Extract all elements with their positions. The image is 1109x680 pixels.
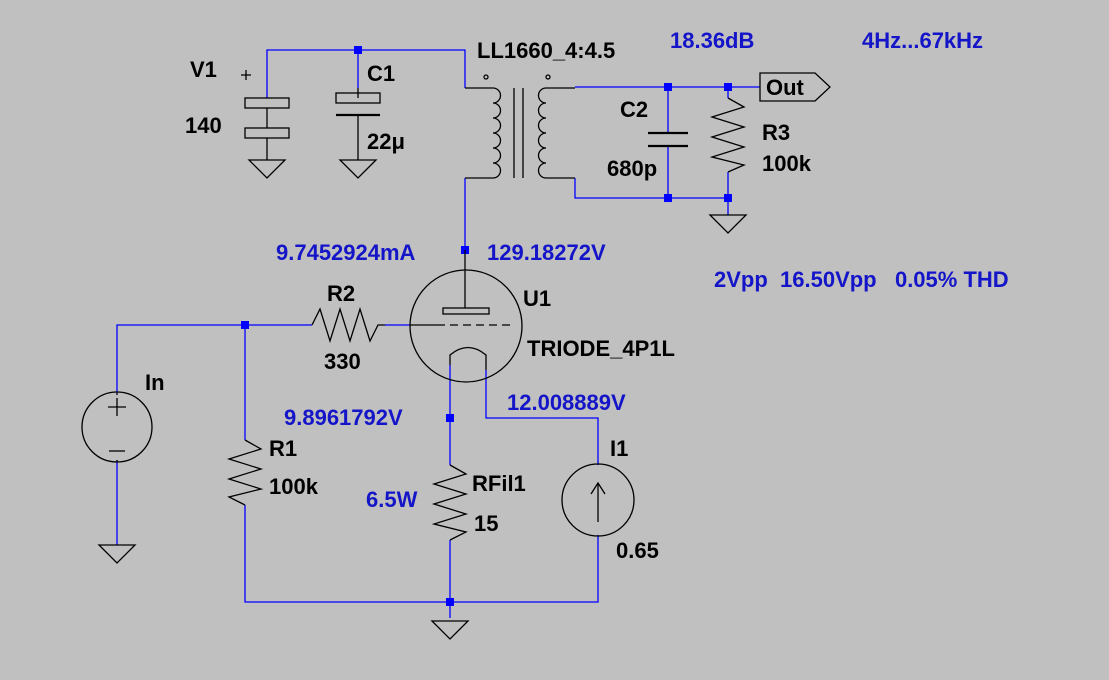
wire-bottom-rail (244, 505, 599, 603)
resistor-r2[interactable] (311, 306, 385, 344)
output-port[interactable] (759, 72, 831, 102)
resistor-zigzag (431, 464, 469, 541)
phase-dot-icon (483, 74, 489, 80)
secondary-winding (537, 87, 547, 179)
rfil1-name-label: RFil1 (472, 471, 526, 496)
junction-dot (241, 321, 249, 329)
junction-dot (724, 194, 732, 202)
filament-power-annotation: 6.5W (366, 487, 418, 512)
wire-supply-top (266, 49, 466, 98)
ground-icon (708, 214, 748, 234)
i1-name-label: I1 (610, 436, 628, 461)
bandwidth-annotation: 4Hz...67kHz (862, 28, 983, 53)
transformer-model-label: LL1660_4:4.5 (477, 38, 615, 63)
resistor-zigzag (226, 439, 264, 506)
battery-v1[interactable] (241, 70, 290, 160)
performance-annotation: 2Vpp 16.50Vpp 0.05% THD (714, 267, 1009, 292)
junction-dot (446, 414, 454, 422)
ground-icon (247, 159, 287, 179)
grounds (97, 159, 748, 640)
port-flag-icon (759, 72, 831, 102)
primary-winding (492, 87, 502, 179)
c1-name-label: C1 (367, 61, 395, 86)
voltage-source-in[interactable] (81, 391, 153, 463)
component-labels: V1 140 C1 22μ LL1660_4:4.5 C2 680p R3 10… (145, 38, 812, 563)
anode-plate (442, 307, 490, 315)
wire-secondary-bottom (574, 178, 728, 199)
phase-dot-icon (545, 74, 551, 80)
source-body (561, 463, 635, 537)
v1-value-label: 140 (185, 113, 222, 138)
ground-icon (430, 620, 470, 640)
c2-name-label: C2 (620, 97, 648, 122)
junction-dot (446, 598, 454, 606)
in-source-label: In (145, 370, 165, 395)
r1-name-label: R1 (269, 436, 297, 461)
filament-voltage-annotation: 12.008889V (507, 390, 626, 415)
current-source-i1[interactable] (561, 463, 635, 537)
tube-envelope (409, 269, 523, 383)
c1-value-label: 22μ (367, 129, 405, 154)
output-port-label: Out (766, 75, 805, 100)
junction-dot (354, 46, 362, 54)
capacitor-c1[interactable] (335, 88, 381, 160)
resistor-r1[interactable] (226, 439, 264, 506)
ground-icon (338, 159, 378, 179)
r3-name-label: R3 (762, 120, 790, 145)
junction-dot (724, 83, 732, 91)
c2-value-label: 680p (607, 156, 657, 181)
resistor-rfil1[interactable] (431, 464, 469, 541)
u1-model-label: TRIODE_4P1L (527, 336, 675, 361)
filament-arc (449, 346, 487, 370)
arrow-head-icon (590, 481, 606, 495)
r3-value-label: 100k (762, 151, 812, 176)
resistor-zigzag (709, 97, 747, 173)
v1-name-label: V1 (190, 57, 217, 82)
capacitor-c2[interactable] (648, 131, 688, 148)
junction-dot (664, 194, 672, 202)
wire-filament (485, 370, 599, 465)
i1-value-label: 0.65 (616, 538, 659, 563)
rfil1-value-label: 15 (474, 511, 498, 536)
transformer-t1[interactable] (465, 74, 575, 179)
battery-plate (244, 127, 290, 139)
r2-value-label: 330 (324, 349, 361, 374)
u1-name-label: U1 (523, 286, 551, 311)
gain-annotation: 18.36dB (670, 28, 754, 53)
anode-current-annotation: 9.7452924mA (276, 240, 416, 265)
junction-dot (664, 83, 672, 91)
anode-voltage-annotation: 129.18272V (487, 240, 606, 265)
cathode-voltage-annotation: 9.8961792V (284, 405, 403, 430)
wires (116, 49, 760, 618)
plus-sign-icon (241, 70, 251, 80)
r2-name-label: R2 (327, 281, 355, 306)
resistor-r3[interactable] (709, 97, 747, 173)
plus-sign-icon (108, 398, 126, 416)
r1-value-label: 100k (269, 474, 319, 499)
capacitor-plate (335, 92, 381, 104)
resistor-zigzag (311, 306, 385, 344)
battery-plate (244, 97, 290, 109)
ground-icon (97, 544, 137, 564)
triode-u1[interactable] (409, 250, 523, 383)
annotations: 18.36dB 4Hz...67kHz 9.7452924mA 129.1827… (276, 28, 1009, 512)
